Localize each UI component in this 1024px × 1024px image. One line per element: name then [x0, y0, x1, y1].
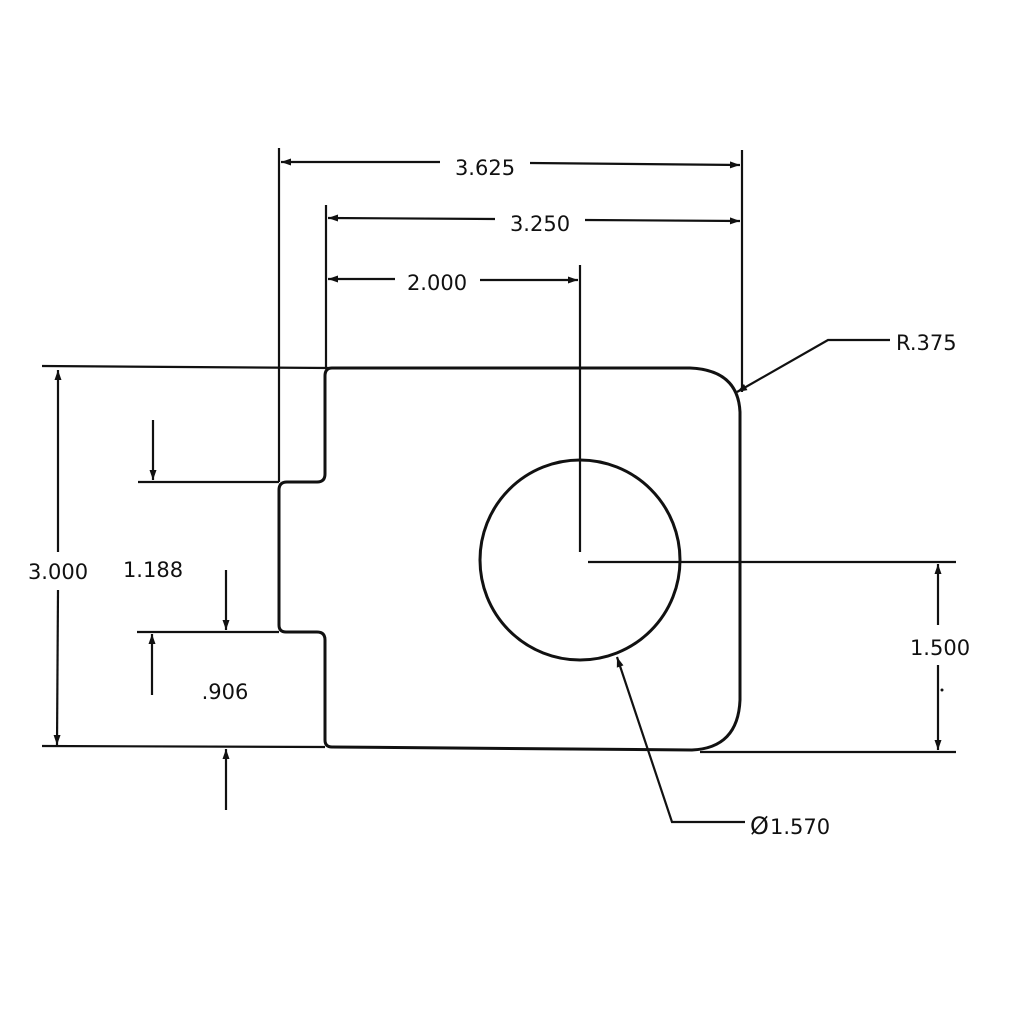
dim-overall-height: 3.000 — [28, 560, 88, 584]
leader-hole-diameter — [615, 656, 745, 824]
dim-line-overall-width-right — [529, 161, 741, 169]
leader-corner-radius — [736, 338, 890, 393]
dim-hole-center-x: 2.000 — [407, 271, 467, 295]
dim-hole-center-y: 1.500 — [910, 636, 970, 660]
dim-corner-radius: R.375 — [896, 331, 957, 355]
stray-dot — [940, 688, 944, 692]
dim-body-width: 3.250 — [510, 212, 570, 236]
dim-line-body-width — [327, 214, 496, 222]
dim-line-body-width-right — [584, 217, 741, 225]
part-outline — [277, 366, 742, 752]
dim-hole-diameter: 1.570 — [770, 815, 830, 839]
extension-lines — [41, 148, 956, 754]
dim-overall-width: 3.625 — [455, 156, 515, 180]
diameter-symbol: Ø — [750, 812, 769, 840]
dim-line-overall-height-bottom — [53, 589, 61, 746]
dim-notch-height: 1.188 — [123, 558, 183, 582]
dim-notch-offset: .906 — [202, 680, 249, 704]
